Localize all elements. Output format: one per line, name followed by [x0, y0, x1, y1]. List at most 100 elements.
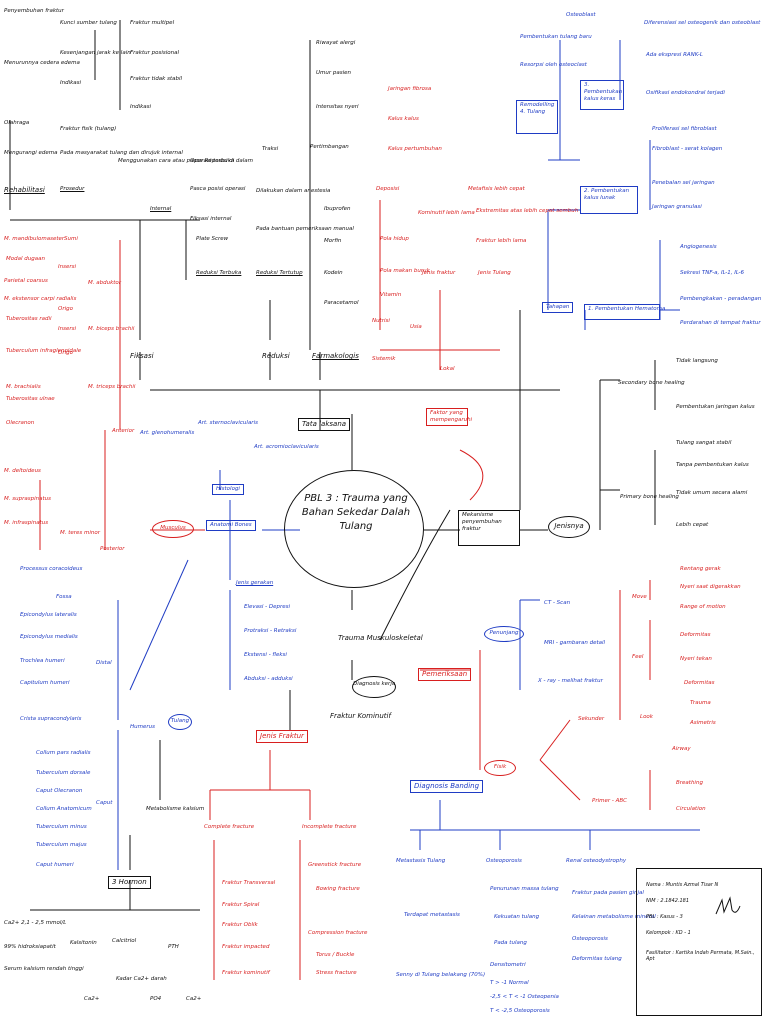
caput-olecranon-label: Caput Olecranon — [36, 788, 83, 794]
nutrisi-label: Nutrisi — [372, 318, 390, 324]
insersi-label-2: Insersi — [58, 326, 77, 332]
resorpsi-label: Resorpsi oleh osteoclast — [520, 62, 587, 68]
osifikasi-label: Osifikasi endokondral terjadi — [646, 90, 725, 96]
sistemik-label: Sistemik — [372, 356, 396, 362]
art-sternoclavicular-label: Art. sternoclavicularis — [198, 420, 258, 426]
usia-label: Usia — [410, 324, 422, 330]
elevasi-label: Elevasi - Depresi — [244, 604, 291, 610]
tulang-ellipse: Tulang — [168, 714, 192, 730]
kadar-ca-label: Kadar Ca2+ darah — [116, 976, 167, 982]
incomplete-label: Incomplete fracture — [302, 824, 357, 830]
nyeri-tekan-label: Nyeri tekan — [680, 656, 712, 662]
lokal-label: Lokal — [440, 366, 455, 372]
serum-label: Serum kalsium rendah tinggi — [4, 966, 84, 972]
breathing-label: Breathing — [676, 780, 703, 786]
terdapat-label: Terdapat metastasis — [404, 912, 460, 918]
metafisis-label: Metafisis lebih cepat — [468, 186, 525, 192]
renal-label: Renal osteodystrophy — [566, 858, 627, 864]
m-teres-label: M. teres minor — [60, 530, 101, 536]
protraksi-label: Protraksi - Retraksi — [244, 628, 297, 634]
t-score2-label: -2,5 < T < -1 Osteopenia — [490, 994, 559, 1000]
pasca-posisi-label: Pasca posisi operasi — [190, 186, 246, 192]
caput-label: Caput — [96, 800, 113, 806]
internal-label: Internal — [150, 206, 172, 212]
po4-label: PO4 — [150, 996, 162, 1002]
tulang-stabil-label: Tulang sangat stabil — [676, 440, 732, 446]
distal-label: Distal — [96, 660, 112, 666]
diferensiasi-label: Diferensiasi sel osteogenik dan osteobla… — [644, 20, 761, 26]
calcitriol-label: Calcitriol — [112, 938, 137, 944]
sekunder-label: Sekunder — [578, 716, 605, 722]
range-label: Range of motion — [680, 604, 726, 610]
fraktur-posisi-label: Fraktur posisional — [130, 50, 180, 56]
fraktur-oblik-label: Fraktur Oblik — [222, 922, 258, 928]
note-nim: NIM : 2.1842.181 — [646, 898, 690, 904]
pemeriksaan-box: Pemeriksaan — [418, 668, 472, 681]
look-label: Look — [640, 714, 653, 720]
m-brachialis-label: M. brachialis — [6, 384, 41, 390]
persen-label: 99% hidroksiapatit — [4, 944, 56, 950]
jenis-gerakan-label: Jenis gerakan — [236, 580, 274, 586]
ekstremitas-label: Ekstremitas atas lebih cepat sembuh — [476, 208, 579, 214]
jenisnya-ellipse: Jenisnya — [548, 516, 590, 538]
t-score3-label: T < -2,5 Osteoporosis — [490, 1008, 550, 1014]
reduksi-terbuka-label: Reduksi Terbuka — [196, 270, 242, 276]
anterior-label: Anterior — [112, 428, 135, 434]
tanpa-label: Tanpa pembentukan kalus — [676, 462, 749, 468]
olahraga-label: Olahraga — [4, 120, 30, 126]
dilakukan-label: Dilakukan dalam anestesia — [256, 188, 331, 194]
diagnosis-ellipse: Diagnosis kerja — [352, 676, 396, 698]
tuberculum-minus-label: Tuberculum minus — [36, 824, 87, 830]
jaringan-fibrosa-label: Jaringan fibrosa — [388, 86, 432, 92]
angiogenesis-label: Angiogenesis — [680, 244, 717, 250]
fraktur-kominutif-label: Fraktur kominutif — [222, 970, 270, 976]
hormon-box: 3 Hormon — [108, 876, 151, 889]
jenis-fraktur-box: Jenis Fraktur — [256, 730, 308, 743]
pada-masyarakat-label: Pada masyarakat tulang dan dirujuk inter… — [60, 150, 183, 156]
tuberositas-radii-label: Tuberositas radii — [6, 316, 52, 322]
menggunakan-label: Menggunakan cara atau pasca Reposisi di … — [118, 158, 253, 164]
penurunan-label: Penurunan massa tulang — [490, 886, 559, 892]
ca-normal-label: Ca2+ 2,1 - 2,5 mmol/L — [4, 920, 67, 926]
fraktur-komunitif-label: Fraktur Kominutif — [330, 712, 391, 720]
kekuatan-label: Kekuatan tulang — [494, 914, 540, 920]
bowing-label: Bowing fracture — [316, 886, 360, 892]
tuberositas-ulnae-label: Tuberositas ulnae — [6, 396, 55, 402]
m-mandibulae-label: M. mandibulomaseter — [4, 236, 65, 242]
stress-label: Stress fracture — [316, 970, 357, 976]
origo-label-1: Origo — [58, 306, 73, 312]
signature-mark — [715, 896, 741, 915]
remodelling-box: Remodelling 4. Tulang — [516, 100, 558, 134]
ca-turun-label: Ca2+ — [84, 996, 100, 1002]
deposisi-label: Deposisi — [376, 186, 400, 192]
penebalan-label: Penebalan sel jaringan — [652, 180, 715, 186]
insersi-label-1: Insersi — [58, 264, 77, 270]
identity-note-box — [636, 868, 762, 1016]
ct-label: CT - Scan — [544, 600, 571, 606]
trochlea-label: Trochlea humeri — [20, 658, 65, 664]
osteoporosis2-label: Osteoporosis — [572, 936, 608, 942]
crista-label: Crista supracondylaris — [20, 716, 82, 722]
epicondylus-lateralis-label: Epicondylus lateralis — [20, 612, 77, 618]
mengurangi-label: Mengurangi edema — [4, 150, 58, 156]
plate-label: Plate Screw — [196, 236, 229, 242]
indikasi-label-1: Indikasi — [60, 80, 82, 86]
morfin-label: Morfin — [324, 238, 342, 244]
fraktur-multiple-label: Fraktur multipel — [130, 20, 175, 26]
pada-tulang-label: Pada tulang — [494, 940, 527, 946]
posterior-label: Posterior — [100, 546, 125, 552]
kodein-label: Kodein — [324, 270, 343, 276]
tuberculum-label: Tuberculum infraglenoidale — [6, 348, 82, 354]
vitamin-label: Vitamin — [380, 292, 402, 298]
complete-label: Complete fracture — [204, 824, 255, 830]
m-deltoid-label: M. deltoideus — [4, 468, 41, 474]
reduksi-label: Reduksi — [262, 352, 290, 360]
kesenjangan-label: Kesenjangan jarak ke lain — [60, 50, 131, 56]
kalus-kalus-label: Kalus kalus — [388, 116, 419, 122]
intensitas-label: Intensitas nyeri — [316, 104, 359, 110]
circulation-label: Circulation — [676, 806, 706, 812]
asimetris-label: Asimetris — [690, 720, 716, 726]
jaringan-label: Jaringan granulasi — [652, 204, 702, 210]
fraktur-impacted-label: Fraktur impacted — [222, 944, 270, 950]
ca-naik-label: Ca2+ — [186, 996, 202, 1002]
